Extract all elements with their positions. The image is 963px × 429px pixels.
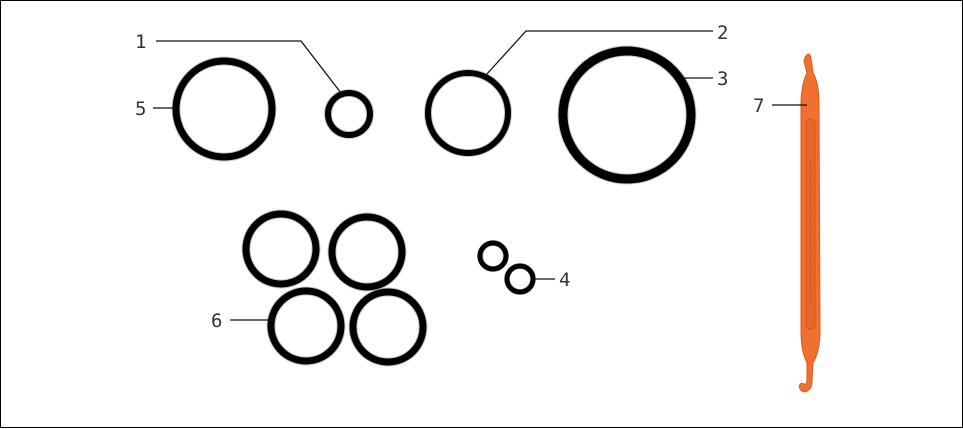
- callout-label-5: 5: [135, 98, 146, 120]
- o-ring-item-1: [328, 93, 370, 135]
- callout-label-1: 1: [135, 31, 146, 53]
- callout-label-7: 7: [753, 95, 764, 117]
- o-ring-pair-item-4: [480, 243, 533, 292]
- callout-label-6: 6: [211, 310, 222, 332]
- o-ring-set-item-6: [246, 214, 423, 362]
- o-ring-item-5: [176, 61, 272, 157]
- callout-label-2: 2: [717, 22, 728, 44]
- o-ring-item-2: [428, 73, 508, 153]
- callout-label-4: 4: [559, 269, 570, 291]
- o-ring-item-3: [563, 51, 691, 179]
- callout-label-3: 3: [717, 68, 728, 90]
